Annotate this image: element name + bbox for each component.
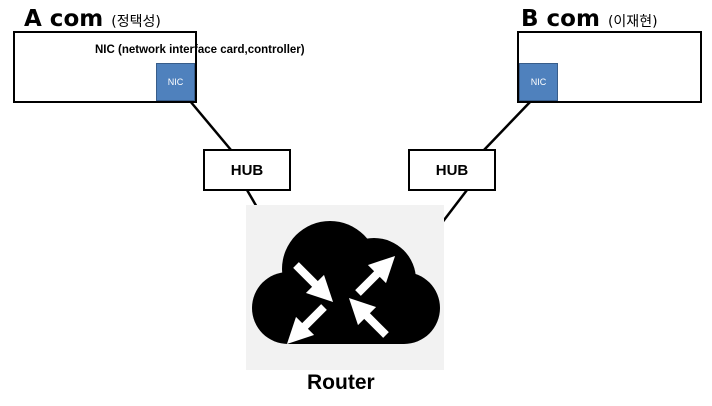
computer-a-owner: (정택성) bbox=[111, 14, 161, 30]
router-cloud-icon bbox=[252, 221, 440, 345]
hub-right-label: HUB bbox=[435, 161, 469, 179]
hub-right: HUB bbox=[408, 149, 496, 191]
link-nic-a-to-hub-left bbox=[189, 100, 232, 151]
nic-caption: NIC (network interface card,controller) bbox=[95, 44, 305, 56]
router-arrows bbox=[286, 255, 396, 345]
router-tile bbox=[246, 205, 444, 370]
cloud-shape bbox=[252, 221, 440, 344]
hub-left-label: HUB bbox=[230, 161, 264, 179]
computer-b-name: B com bbox=[521, 6, 600, 32]
link-nic-b-to-hub-right bbox=[483, 100, 532, 151]
computer-b-title: B com (이재현) bbox=[521, 8, 658, 31]
router-label: Router bbox=[307, 371, 375, 394]
nic-a: NIC bbox=[156, 63, 195, 101]
nic-b-label: NIC bbox=[530, 77, 547, 87]
hub-left: HUB bbox=[203, 149, 291, 191]
computer-b-owner: (이재현) bbox=[607, 14, 658, 30]
nic-a-label: NIC bbox=[167, 77, 184, 87]
nic-b: NIC bbox=[519, 63, 558, 101]
computer-a-title: A com (정택성) bbox=[24, 8, 161, 31]
computer-a-name: A com bbox=[24, 6, 104, 32]
